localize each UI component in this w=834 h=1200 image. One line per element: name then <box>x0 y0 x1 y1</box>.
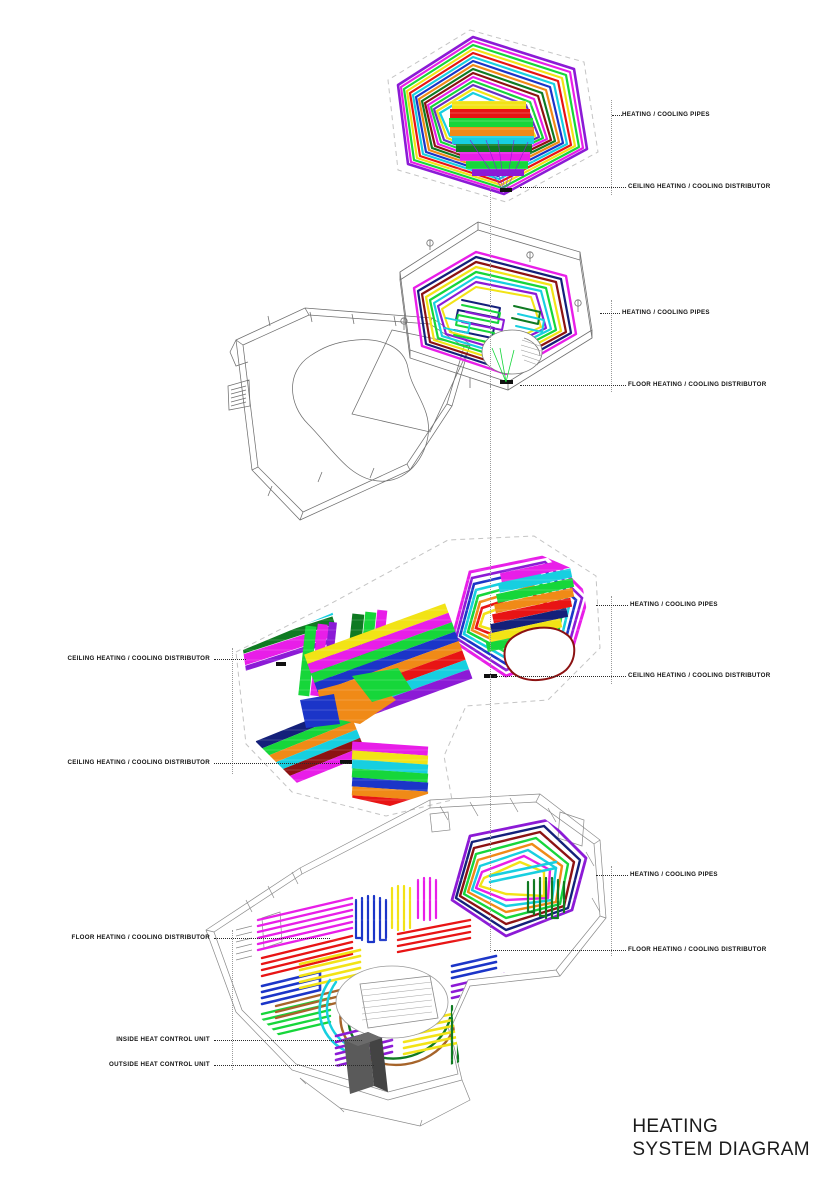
guide-line <box>490 186 492 386</box>
annotation-heating-cooling-pipes-l4: HEATING / COOLING PIPES <box>622 111 710 118</box>
heat-control-unit <box>344 1032 388 1094</box>
leader-line <box>214 1065 374 1067</box>
sheet-title: HEATING SYSTEM DIAGRAM <box>632 1115 810 1163</box>
leader-line <box>214 659 246 661</box>
annotation-heating-cooling-pipes-l2: HEATING / COOLING PIPES <box>630 601 718 608</box>
floor-distributor-node <box>491 347 515 384</box>
guide-line <box>232 930 234 1070</box>
leader-line <box>596 605 628 607</box>
guide-line <box>611 100 613 195</box>
annotation-ceiling-distributor-left-lower: CEILING HEATING / COOLING DISTRIBUTOR <box>67 759 210 766</box>
leader-line <box>600 313 620 315</box>
guide-line <box>490 676 492 952</box>
leader-line <box>596 875 628 877</box>
leader-line <box>520 187 626 189</box>
annotation-floor-distributor-l1: FLOOR HEATING / COOLING DISTRIBUTOR <box>628 946 767 953</box>
leader-line <box>520 385 626 387</box>
ceiling2-boundary-dashed <box>235 535 601 817</box>
building-wireframe <box>205 793 607 1127</box>
leader-line <box>494 676 626 678</box>
annotation-ceiling-distributor-l4: CEILING HEATING / COOLING DISTRIBUTOR <box>628 183 771 190</box>
leader-line <box>214 1040 362 1042</box>
guide-line <box>232 648 234 774</box>
ceiling-boundary-dashed <box>387 29 599 203</box>
guide-line <box>611 300 613 392</box>
annotation-heating-cooling-pipes-l1: HEATING / COOLING PIPES <box>630 871 718 878</box>
leader-line <box>214 763 349 765</box>
ceiling2-band-field <box>243 554 592 806</box>
leader-line <box>494 950 626 952</box>
stair-void <box>481 329 543 375</box>
ceiling2-void <box>503 626 576 681</box>
sheet-title-line1: HEATING <box>632 1115 719 1137</box>
leader-line <box>214 938 330 940</box>
annotation-outside-heat-control-unit: OUTSIDE HEAT CONTROL UNIT <box>109 1061 210 1068</box>
sheet-title-line2: SYSTEM DIAGRAM <box>632 1139 810 1161</box>
annotation-ceiling-distributor-l2: CEILING HEATING / COOLING DISTRIBUTOR <box>628 672 771 679</box>
guide-line <box>611 596 613 684</box>
annotation-inside-heat-control-unit: INSIDE HEAT CONTROL UNIT <box>116 1036 210 1043</box>
leader-line <box>612 115 622 117</box>
guide-line <box>490 386 492 678</box>
annotation-heating-cooling-pipes-l3: HEATING / COOLING PIPES <box>622 309 710 316</box>
guide-line <box>611 866 613 956</box>
annotation-ceiling-distributor-left-upper: CEILING HEATING / COOLING DISTRIBUTOR <box>67 655 210 662</box>
atrium-stair-core <box>335 965 449 1039</box>
annotation-floor-distributor-left: FLOOR HEATING / COOLING DISTRIBUTOR <box>71 934 210 941</box>
annotation-floor-distributor-l3: FLOOR HEATING / COOLING DISTRIBUTOR <box>628 381 767 388</box>
ceiling-distributor-node <box>469 139 529 194</box>
